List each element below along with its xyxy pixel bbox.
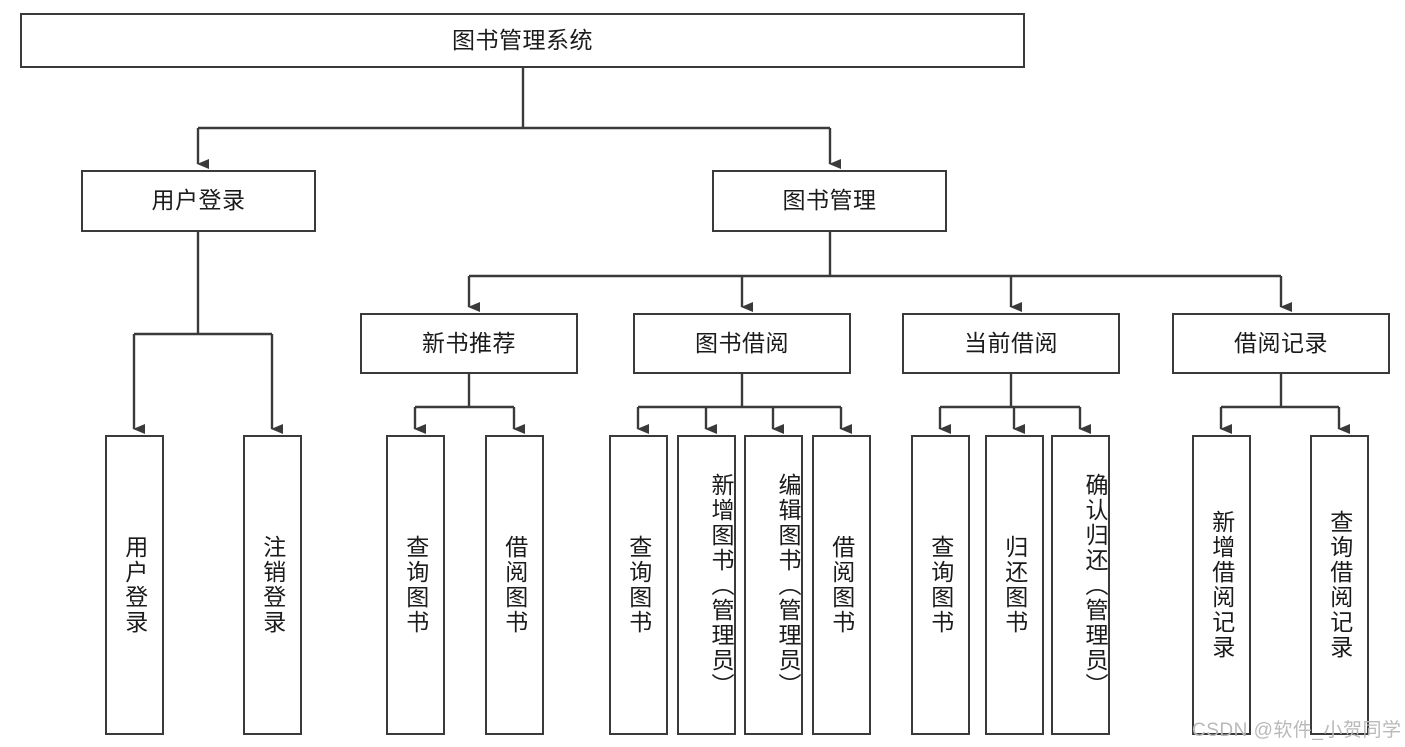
leaf-user-login[interactable]: 用户登录	[105, 435, 164, 735]
node-new-book-recommend[interactable]: 新书推荐	[360, 313, 578, 374]
leaf-borrow-book-recommend[interactable]: 借阅图书	[485, 435, 544, 735]
leaf-return-book[interactable]: 归还图书	[985, 435, 1044, 735]
leaf-query-borrow-record[interactable]: 查询借阅记录	[1310, 435, 1369, 735]
node-root[interactable]: 图书管理系统	[20, 13, 1025, 68]
node-borrow-record[interactable]: 借阅记录	[1172, 313, 1390, 374]
leaf-query-book-recommend[interactable]: 查询图书	[386, 435, 445, 735]
leaf-edit-book-admin[interactable]: 编辑图书（管理员）	[744, 435, 803, 735]
node-current-borrow[interactable]: 当前借阅	[902, 313, 1120, 374]
leaf-query-book-current[interactable]: 查询图书	[911, 435, 970, 735]
leaf-confirm-return-admin[interactable]: 确认归还（管理员）	[1051, 435, 1110, 735]
node-book-borrow[interactable]: 图书借阅	[633, 313, 851, 374]
leaf-query-book-borrow[interactable]: 查询图书	[609, 435, 668, 735]
node-user-login[interactable]: 用户登录	[81, 170, 316, 232]
csdn-watermark: CSDN @软件_小贺同学	[1192, 720, 1402, 741]
leaf-add-borrow-record[interactable]: 新增借阅记录	[1192, 435, 1251, 735]
leaf-logout[interactable]: 注销登录	[243, 435, 302, 735]
leaf-add-book-admin[interactable]: 新增图书（管理员）	[677, 435, 736, 735]
node-book-management[interactable]: 图书管理	[712, 170, 947, 232]
leaf-borrow-book[interactable]: 借阅图书	[812, 435, 871, 735]
